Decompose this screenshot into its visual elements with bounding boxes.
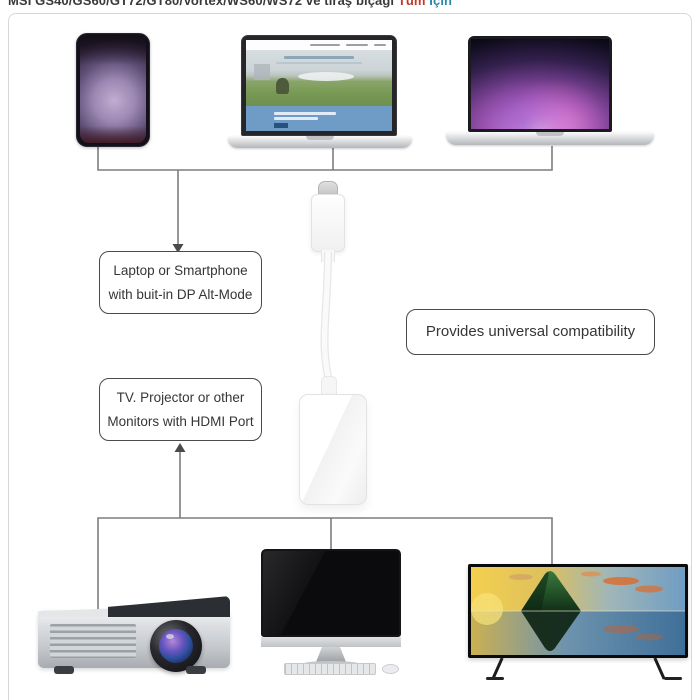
webpage-hero-photo	[246, 50, 392, 106]
blue-section-text-bar	[274, 112, 336, 115]
projector-lens-iris	[159, 629, 193, 663]
tv-landscape-image	[471, 567, 685, 655]
macbook-base	[446, 132, 654, 145]
monitor-chin	[261, 637, 401, 647]
keyboard-icon	[284, 663, 376, 675]
label-universal-compatibility: Provides universal compatibility	[406, 309, 655, 355]
projector-lens-glint	[166, 634, 174, 639]
label-line: TV. Projector or other	[116, 389, 245, 405]
laptop-webpage	[246, 40, 392, 131]
navbar-text-bar	[346, 44, 368, 46]
hero-pavilion-shape	[298, 72, 354, 81]
smartphone-screen	[80, 37, 146, 143]
caption-highlight-red: Tüm	[397, 0, 426, 8]
hero-headline-bar	[284, 56, 354, 59]
label-line: with buit-in DP Alt-Mode	[108, 286, 253, 302]
caption-text: MSI GS40/GS60/GT72/GT80/Vortex/WS60/WS72…	[8, 0, 398, 8]
smartphone-icon	[76, 33, 150, 147]
blue-section-button-shape	[274, 123, 288, 128]
caption-highlight-blue: İçin	[425, 0, 453, 8]
top-bus-line	[97, 146, 553, 171]
label-dp-alt-mode: Laptop or Smartphone with buit-in DP Alt…	[99, 251, 262, 314]
projector-foot	[186, 666, 206, 674]
macbook-pro-icon	[446, 34, 654, 148]
monitor-screen	[261, 549, 401, 637]
mouse-icon	[382, 664, 399, 674]
tv-foot	[664, 677, 682, 680]
hdmi-female-connector	[299, 394, 367, 505]
webpage-blue-section	[246, 106, 392, 131]
navbar-text-bar	[374, 44, 386, 46]
up-arrowhead-icon	[174, 443, 186, 452]
label-line: Laptop or Smartphone	[113, 262, 248, 278]
macbook-screen	[468, 36, 612, 132]
label-hdmi-port: TV. Projector or other Monitors with HDM…	[99, 378, 262, 441]
label-line: Provides universal compatibility	[425, 322, 636, 340]
usb-c-plug-body	[311, 194, 345, 252]
laptop-base	[228, 136, 412, 148]
hero-building-shape	[254, 64, 270, 80]
blue-section-text-bar	[274, 117, 318, 120]
desktop-monitor-icon	[258, 547, 404, 679]
laptop-screen	[241, 35, 397, 136]
projector-lens	[150, 620, 202, 672]
navbar-text-bar	[310, 44, 340, 46]
projector-foot	[54, 666, 74, 674]
down-arrowhead-icon	[172, 244, 184, 253]
macbook-aurora-wallpaper	[471, 39, 609, 129]
tv-foot	[486, 677, 504, 680]
projector-vent-grille	[50, 624, 136, 658]
label-line: Monitors with HDMI Port	[107, 413, 254, 429]
hero-subtext-bar	[276, 62, 362, 64]
bottom-bus-line	[97, 517, 553, 612]
projector-icon	[36, 596, 234, 680]
tv-icon	[468, 562, 690, 680]
monitor-stand	[316, 647, 346, 662]
hero-person-shape	[276, 78, 289, 94]
projector-dark-top	[108, 596, 230, 617]
tv-bezel	[468, 564, 688, 658]
product-caption: MSI GS40/GS60/GT72/GT80/Vortex/WS60/WS72…	[8, 0, 452, 8]
laptop-webpage-icon	[228, 33, 412, 149]
webpage-navbar	[246, 40, 392, 50]
